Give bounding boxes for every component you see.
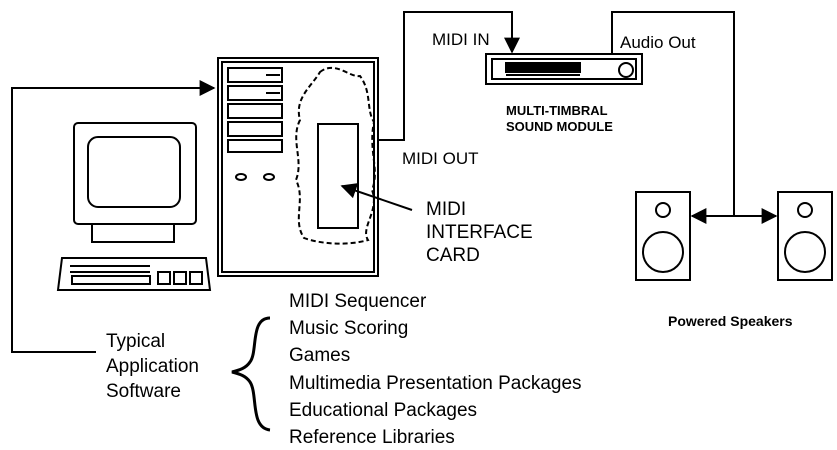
speaker-right <box>777 191 833 281</box>
sound-module <box>485 53 643 85</box>
application-item: Multimedia Presentation Packages <box>289 373 582 394</box>
sound-module-label-line1: MULTI-TIMBRAL <box>506 103 608 118</box>
card-pointer <box>340 183 413 211</box>
midi-in-label: MIDI IN <box>432 30 490 49</box>
software-link <box>11 80 216 353</box>
interface-card-label-line1: MIDI <box>426 199 467 220</box>
audio-cable <box>611 11 735 216</box>
typical-software-label-line2: Application <box>106 356 199 377</box>
typical-software-label-line1: Typical <box>106 331 166 352</box>
application-item: Educational Packages <box>289 400 478 421</box>
monitor <box>73 122 197 243</box>
sound-module-label-line2: SOUND MODULE <box>506 119 613 134</box>
interface-card-label-line2: INTERFACE <box>426 222 533 243</box>
audio-out-label: Audio Out <box>620 33 696 52</box>
speaker-left <box>635 191 691 281</box>
application-brace <box>231 316 271 432</box>
midi-cable <box>378 11 520 141</box>
computer-tower <box>217 57 379 277</box>
application-item: Reference Libraries <box>289 427 455 448</box>
midi-out-label: MIDI OUT <box>402 149 479 168</box>
keyboard <box>56 257 212 291</box>
powered-speakers-label: Powered Speakers <box>668 313 793 329</box>
interface-card-label-line3: CARD <box>426 245 480 266</box>
typical-software-label-line3: Software <box>106 381 181 402</box>
application-item: MIDI Sequencer <box>289 291 427 312</box>
application-item: Music Scoring <box>289 318 409 339</box>
application-item: Games <box>289 345 351 366</box>
connection-lines <box>11 11 778 353</box>
